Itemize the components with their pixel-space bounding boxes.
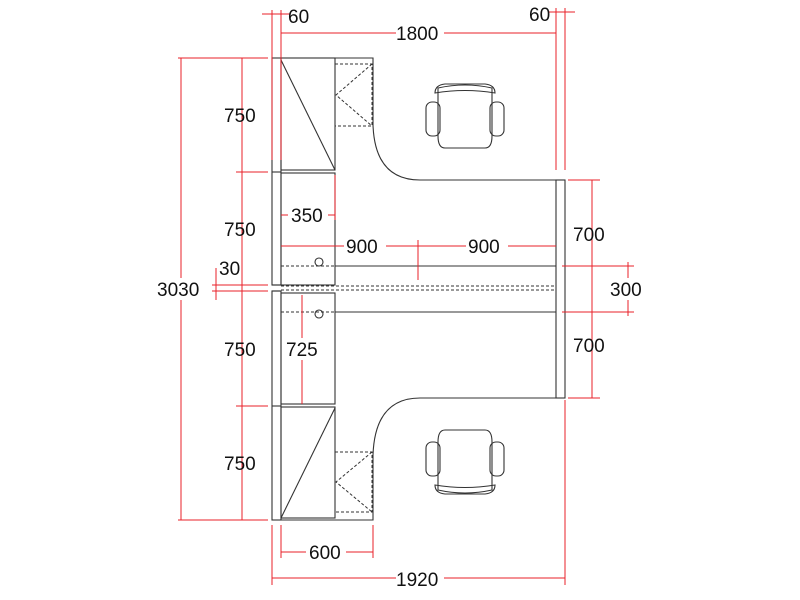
- center-divider: [272, 284, 556, 292]
- dim-section-2: 750: [224, 220, 256, 241]
- dim-cabinet-depth: 350: [291, 206, 323, 227]
- bottom-cabinet: [280, 406, 336, 519]
- dim-depth-bottom: 700: [573, 336, 605, 357]
- dim-total-width: 1920: [396, 570, 438, 591]
- bottom-pedestal: [280, 292, 336, 405]
- dimension-labels: 60 60 1800 1920 600 350 900 900 3030 30 …: [156, 5, 648, 591]
- right-panel: [555, 179, 566, 399]
- dim-panel-left: 60: [288, 7, 309, 28]
- top-desk: [280, 57, 556, 286]
- dim-depth-top: 700: [573, 225, 605, 246]
- dim-return-width: 600: [309, 543, 341, 564]
- chair-icon: [425, 83, 505, 149]
- dim-gap: 300: [610, 280, 642, 301]
- dim-half-right: 900: [468, 237, 500, 258]
- top-pedestal: [280, 172, 336, 286]
- grommet-icon: [314, 309, 324, 319]
- dim-panel-right: 60: [529, 5, 550, 26]
- chair-icon: [425, 429, 505, 495]
- dim-divider: 30: [219, 259, 240, 280]
- left-panel: [271, 57, 282, 521]
- dim-section-1: 750: [224, 106, 256, 127]
- dim-half-left: 900: [346, 237, 378, 258]
- dim-section-3: 750: [224, 340, 256, 361]
- dim-cabinet-height: 725: [286, 340, 318, 361]
- dim-total-height: 3030: [157, 280, 199, 301]
- grommet-icon: [314, 257, 324, 267]
- dim-section-4: 750: [224, 454, 256, 475]
- dimension-lines: [178, 8, 634, 585]
- bottom-desk: [280, 292, 556, 521]
- dim-desk-width: 1800: [396, 24, 438, 45]
